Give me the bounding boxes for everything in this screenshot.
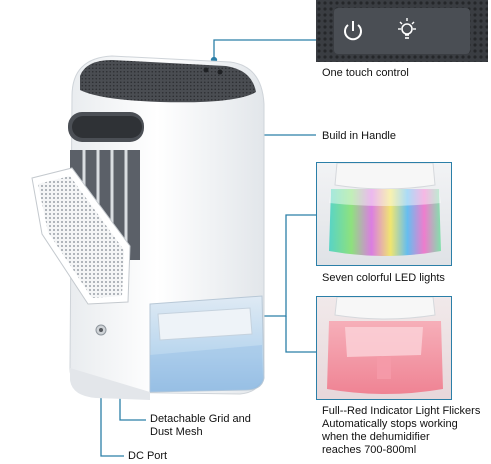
red-indicator-line-1: Full--Red Indicator Light Flickers bbox=[322, 405, 481, 417]
grid-mesh-line-2: Dust Mesh bbox=[150, 426, 203, 438]
grid-mesh-line-1: Detachable Grid and bbox=[150, 413, 251, 425]
led-label: Seven colorful LED lights bbox=[322, 272, 445, 284]
red-indicator-label: Full--Red Indicator Light Flickers Autom… bbox=[322, 405, 490, 457]
control-panel-inset bbox=[316, 0, 488, 62]
led-lights-photo bbox=[317, 163, 451, 265]
handle-label: Build in Handle bbox=[322, 130, 396, 142]
light-bulb-icon[interactable] bbox=[394, 16, 420, 44]
red-indicator-photo bbox=[317, 297, 451, 399]
power-icon[interactable] bbox=[340, 18, 366, 44]
one-touch-label: One touch control bbox=[322, 67, 409, 79]
red-indicator-inset bbox=[316, 296, 452, 400]
red-indicator-line-4: reaches 700-800ml bbox=[322, 444, 417, 456]
red-indicator-line-2: Automatically stops working bbox=[322, 418, 458, 430]
grid-mesh-label: Detachable Grid and Dust Mesh bbox=[150, 413, 280, 439]
dc-port-label: DC Port bbox=[128, 450, 168, 462]
dehumidifier-product-image bbox=[31, 55, 265, 400]
red-indicator-line-3: when the dehumidifier bbox=[322, 431, 430, 443]
led-lights-inset bbox=[316, 162, 452, 266]
